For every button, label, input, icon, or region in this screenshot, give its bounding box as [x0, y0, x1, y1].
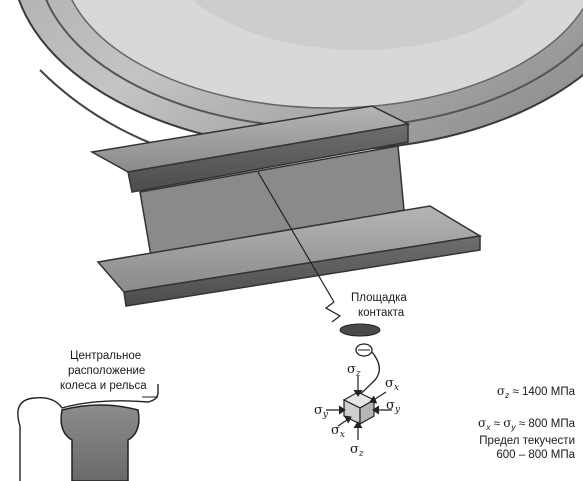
central-position-label-line3: колеса и рельса [60, 379, 147, 393]
contact-area-label-line1: Площадка [351, 291, 407, 305]
sigma-z-bottom-label: σz [350, 443, 364, 461]
sigma-x-upper-label: σx [385, 377, 399, 395]
sigma-y-left-label: σy [314, 404, 328, 422]
rail-profile [61, 405, 139, 481]
sigma-xy-value: σx ≈ σy ≈ 800 МПа [430, 416, 575, 434]
central-position-label-line1: Центральное [70, 349, 141, 363]
sigma-z-top-label: σz [347, 363, 361, 381]
central-position-label-line2: расположение [68, 364, 145, 378]
contact-patch [340, 324, 380, 336]
sigma-z-value: σz ≈ 1400 МПа [430, 384, 575, 402]
sigma-y-right-label: σy [386, 399, 400, 417]
yield-strength-label: Предел текучести [430, 434, 575, 448]
stress-values-block: σz ≈ 1400 МПа σx ≈ σy ≈ 800 МПа Предел т… [430, 384, 575, 462]
yield-strength-value: 600 – 800 МПа [430, 448, 575, 462]
sigma-x-lower-label: σx [331, 424, 345, 442]
contact-area-label-line2: контакта [358, 306, 404, 320]
